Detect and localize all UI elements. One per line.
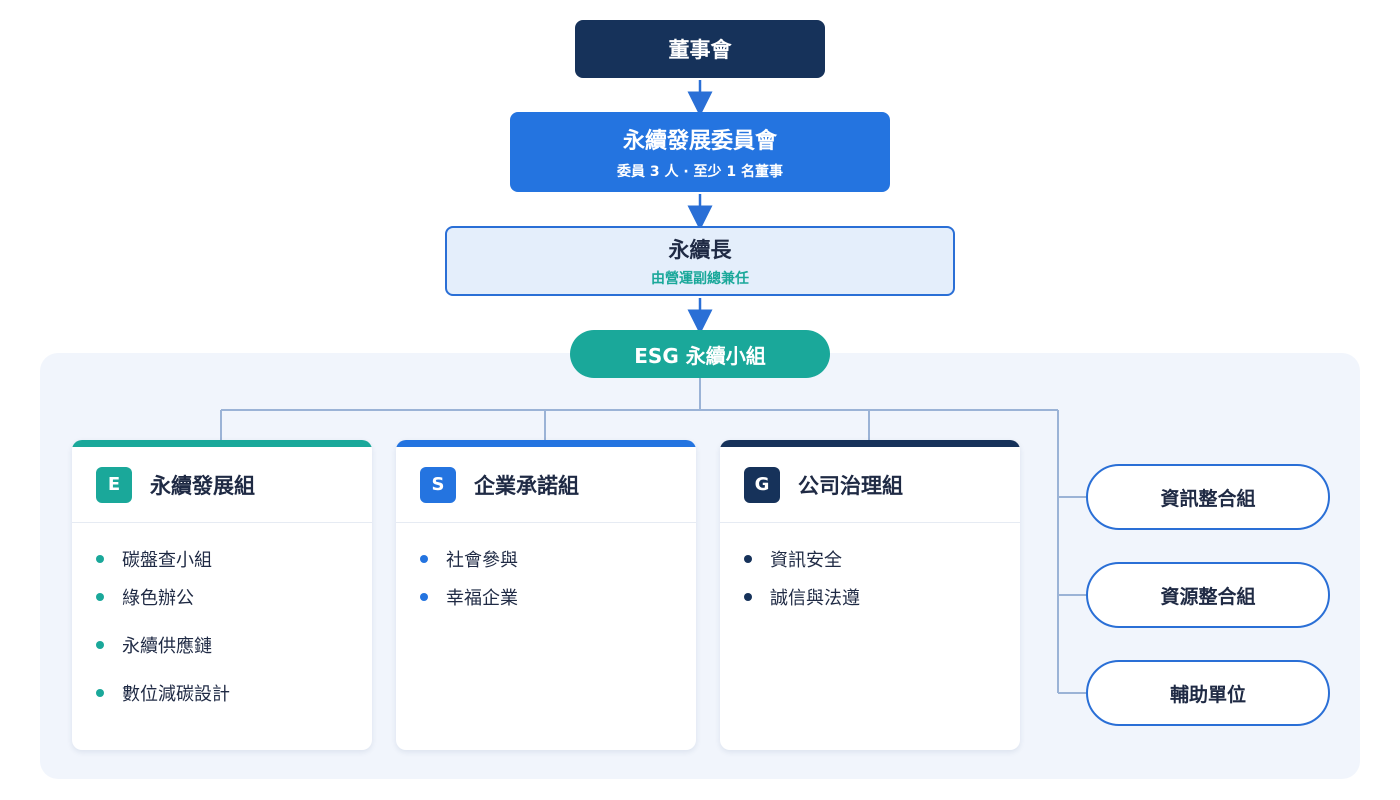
list-item-label: 資訊安全 xyxy=(770,550,842,571)
cso-subtitle: 由營運副總兼任 xyxy=(651,271,749,287)
list-item: 誠信與法遵 xyxy=(744,573,860,621)
list-item-label: 碳盤查小組 xyxy=(122,550,212,571)
group-badge-s: S xyxy=(420,466,456,503)
esg-team-title: ESG 永續小組 xyxy=(634,343,766,368)
card-accent-bar xyxy=(720,440,1020,447)
committee-subtitle: 委員 3 人 · 至少 1 名董事 xyxy=(616,164,784,180)
card-header: E 永續發展組 xyxy=(72,447,372,523)
group-title-governance: 公司治理組 xyxy=(798,473,903,498)
bullet-dot-icon xyxy=(96,593,104,601)
group-card-social: S 企業承諾組 社會參與 幸福企業 xyxy=(396,440,696,750)
list-item: 碳盤查小組 xyxy=(96,545,230,573)
list-item: 社會參與 xyxy=(420,545,518,573)
cso-title: 永續長 xyxy=(668,238,732,262)
group-badge-g: G xyxy=(744,466,780,503)
bullet-dot-icon xyxy=(744,555,752,563)
list-item-label: 誠信與法遵 xyxy=(770,588,860,609)
support-unit-label: 輔助單位 xyxy=(1169,683,1246,706)
support-unit-resource-integration: 資源整合組 xyxy=(1086,562,1330,628)
committee-node: 永續發展委員會 委員 3 人 · 至少 1 名董事 xyxy=(510,112,890,192)
board-title: 董事會 xyxy=(668,38,732,62)
list-item-label: 綠色辦公 xyxy=(122,588,194,609)
support-unit-label: 資訊整合組 xyxy=(1160,487,1256,510)
esg-team-node: ESG 永續小組 xyxy=(570,330,830,378)
support-unit-info-integration: 資訊整合組 xyxy=(1086,464,1330,530)
group-item-list: 資訊安全 誠信與法遵 xyxy=(744,545,860,621)
group-title-environment: 永續發展組 xyxy=(150,473,255,498)
card-header: G 公司治理組 xyxy=(720,447,1020,523)
list-item: 永續供應鏈 xyxy=(96,621,230,669)
card-header: S 企業承諾組 xyxy=(396,447,696,523)
list-item: 幸福企業 xyxy=(420,573,518,621)
group-item-list: 社會參與 幸福企業 xyxy=(420,545,518,621)
bullet-dot-icon xyxy=(420,593,428,601)
group-title-social: 企業承諾組 xyxy=(474,473,579,498)
support-unit-auxiliary: 輔助單位 xyxy=(1086,660,1330,726)
board-node: 董事會 xyxy=(575,20,825,78)
bullet-dot-icon xyxy=(96,555,104,563)
bullet-dot-icon xyxy=(96,689,104,697)
list-item-label: 永續供應鏈 xyxy=(122,636,212,657)
group-card-governance: G 公司治理組 資訊安全 誠信與法遵 xyxy=(720,440,1020,750)
group-item-list: 碳盤查小組 綠色辦公 永續供應鏈 數位減碳設計 xyxy=(96,545,230,717)
list-item: 資訊安全 xyxy=(744,545,860,573)
list-item-label: 數位減碳設計 xyxy=(122,684,230,705)
card-accent-bar xyxy=(396,440,696,447)
cso-node: 永續長 由營運副總兼任 xyxy=(445,226,955,296)
group-badge-e: E xyxy=(96,466,132,503)
bullet-dot-icon xyxy=(96,641,104,649)
list-item: 綠色辦公 xyxy=(96,573,230,621)
committee-title: 永續發展委員會 xyxy=(622,129,777,154)
card-accent-bar xyxy=(72,440,372,447)
support-unit-label: 資源整合組 xyxy=(1160,585,1256,608)
list-item-label: 社會參與 xyxy=(446,550,518,571)
bullet-dot-icon xyxy=(420,555,428,563)
list-item: 數位減碳設計 xyxy=(96,669,230,717)
group-card-environment: E 永續發展組 碳盤查小組 綠色辦公 永續供應鏈 數位減碳設計 xyxy=(72,440,372,750)
bullet-dot-icon xyxy=(744,593,752,601)
list-item-label: 幸福企業 xyxy=(446,588,518,609)
